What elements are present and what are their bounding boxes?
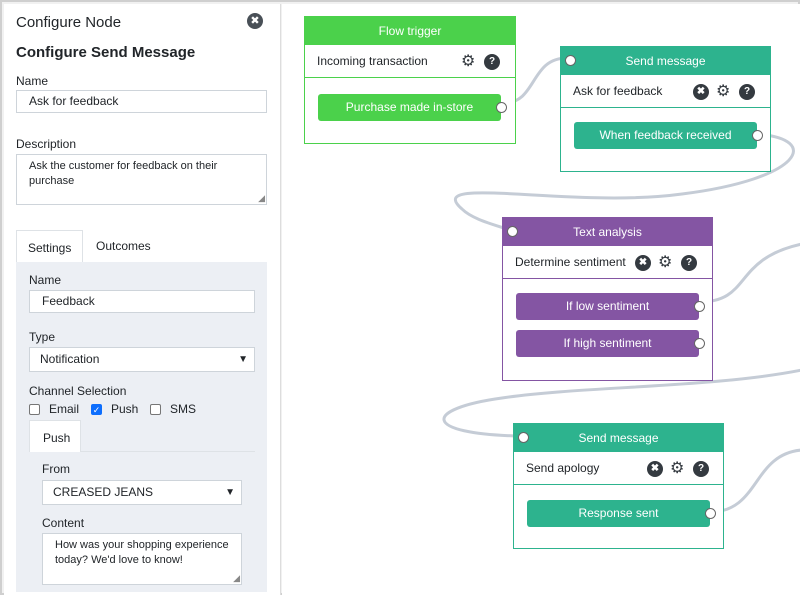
node-description: Send apology (526, 461, 600, 475)
node-description-row: Determine sentiment ✖ ⚙ ? (503, 246, 712, 279)
node-description: Ask for feedback (573, 84, 663, 98)
output-port[interactable] (694, 338, 705, 349)
description-textarea[interactable]: Ask the customer for feedback on their p… (16, 154, 267, 205)
node-header: Send message (561, 47, 770, 75)
node-flow-trigger[interactable]: Flow trigger Incoming transaction ⚙ ? Pu… (304, 16, 516, 144)
gear-icon[interactable]: ⚙ (658, 254, 673, 271)
node-description-row: Incoming transaction ⚙ ? (305, 45, 515, 78)
node-send-message-feedback[interactable]: Send message Ask for feedback ✖ ⚙ ? When… (560, 46, 771, 172)
sms-checkbox-label: SMS (170, 402, 197, 416)
content-textarea[interactable]: How was your shopping experience today? … (42, 533, 242, 585)
close-icon[interactable]: ✖ (635, 255, 651, 271)
type-select-value: Notification (40, 352, 100, 366)
sms-checkbox[interactable] (150, 404, 161, 415)
email-checkbox-label: Email (49, 402, 80, 416)
connector-lines (442, 56, 800, 514)
tab-outcomes[interactable]: Outcomes (96, 239, 151, 253)
outcome-button[interactable]: Purchase made in-store (318, 94, 501, 121)
from-label: From (42, 462, 70, 476)
input-port[interactable] (518, 432, 529, 443)
gear-icon[interactable]: ⚙ (461, 53, 476, 70)
configure-node-panel: Configure Node ✖ Configure Send Message … (4, 4, 281, 595)
connector-response-sent (709, 448, 800, 514)
outcome-button[interactable]: When feedback received (574, 122, 757, 149)
connector-feedback-to-analysis (453, 132, 795, 232)
content-label: Content (42, 516, 85, 530)
panel-subtitle: Configure Send Message (16, 44, 196, 61)
settings-name-label: Name (29, 273, 62, 287)
channel-selection-label: Channel Selection (29, 384, 127, 398)
outcome-button-low[interactable]: If low sentiment (516, 293, 699, 320)
close-icon[interactable]: ✖ (647, 461, 663, 477)
input-port[interactable] (507, 226, 518, 237)
type-select[interactable]: Notification ▼ (29, 347, 255, 372)
chevron-down-icon: ▼ (225, 487, 235, 498)
node-description-row: Send apology ✖ ⚙ ? (514, 452, 723, 485)
email-checkbox[interactable] (29, 404, 40, 415)
help-icon[interactable]: ? (693, 461, 709, 477)
gear-icon[interactable]: ⚙ (716, 83, 731, 100)
name-input[interactable]: Ask for feedback (16, 90, 267, 113)
description-text: Ask the customer for feedback on their p… (29, 160, 218, 187)
settings-name-input[interactable]: Feedback (29, 290, 255, 313)
push-checkbox-label: Push (111, 402, 139, 416)
input-port[interactable] (565, 55, 576, 66)
content-text: How was your shopping experience today? … (55, 539, 229, 566)
node-text-analysis[interactable]: Text analysis Determine sentiment ✖ ⚙ ? … (502, 217, 713, 381)
name-label: Name (16, 74, 49, 88)
channel-tab-content (29, 451, 255, 581)
type-label: Type (29, 330, 56, 344)
flow-canvas[interactable]: Flow trigger Incoming transaction ⚙ ? Pu… (282, 4, 800, 595)
output-port[interactable] (752, 130, 763, 141)
connector-low-sentiment (698, 242, 800, 304)
outcome-button[interactable]: Response sent (527, 500, 710, 527)
from-select-value: CREASED JEANS (53, 485, 154, 499)
node-header: Text analysis (503, 218, 712, 246)
help-icon[interactable]: ? (484, 54, 500, 70)
tab-push[interactable]: Push (29, 420, 81, 452)
node-send-message-apology[interactable]: Send message Send apology ✖ ⚙ ? Response… (513, 423, 724, 549)
connector-high-sentiment (442, 368, 800, 438)
tab-settings[interactable]: Settings (16, 230, 83, 263)
output-port[interactable] (705, 508, 716, 519)
close-icon[interactable]: ✖ (247, 13, 263, 29)
panel-title: Configure Node (16, 14, 122, 31)
node-description-row: Ask for feedback ✖ ⚙ ? (561, 75, 770, 108)
node-description: Incoming transaction (317, 54, 428, 68)
close-icon[interactable]: ✖ (693, 84, 709, 100)
push-checkbox[interactable]: ✓ (91, 404, 102, 415)
resize-handle-icon[interactable]: ◢ (258, 193, 265, 203)
help-icon[interactable]: ? (739, 84, 755, 100)
output-port[interactable] (496, 102, 507, 113)
gear-icon[interactable]: ⚙ (670, 460, 685, 477)
outcome-button-high[interactable]: If high sentiment (516, 330, 699, 357)
help-icon[interactable]: ? (681, 255, 697, 271)
node-header: Send message (514, 424, 723, 452)
from-select[interactable]: CREASED JEANS ▼ (42, 480, 242, 505)
node-description: Determine sentiment (515, 255, 626, 269)
resize-handle-icon[interactable]: ◢ (233, 573, 240, 583)
node-header: Flow trigger (305, 17, 515, 45)
chevron-down-icon: ▼ (238, 354, 248, 365)
description-label: Description (16, 137, 77, 151)
settings-panel: Name Feedback Type Notification ▼ Channe… (16, 262, 267, 592)
output-port[interactable] (694, 301, 705, 312)
